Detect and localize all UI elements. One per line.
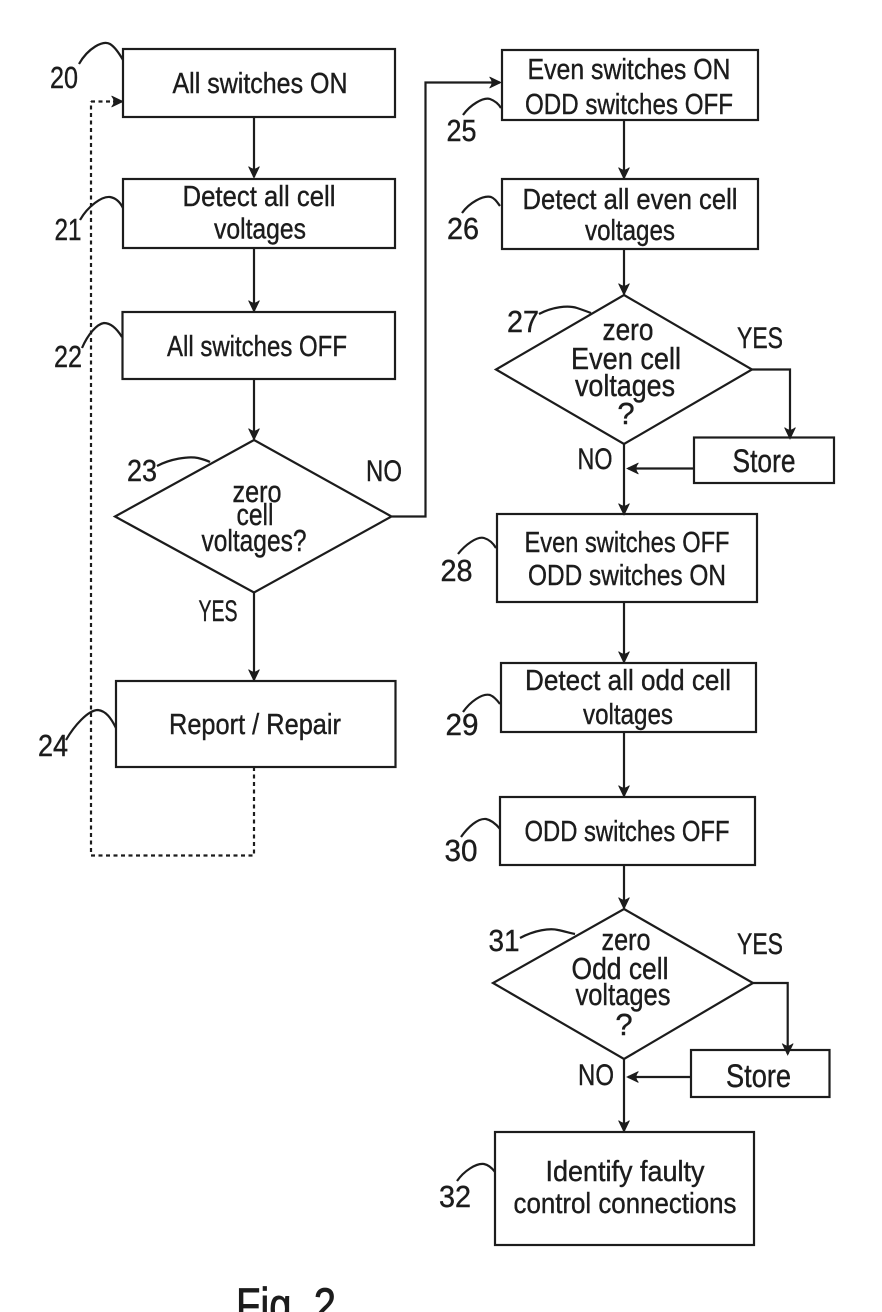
svg-text:Detect all cell: Detect all cell: [183, 181, 336, 213]
svg-text:21: 21: [55, 212, 82, 247]
svg-text:Identify faulty: Identify faulty: [546, 1156, 705, 1188]
svg-text:zero: zero: [603, 312, 654, 347]
svg-text:Detect all even cell: Detect all even cell: [523, 184, 738, 216]
svg-text:?: ?: [617, 396, 634, 431]
svg-text:ODD switches ON: ODD switches ON: [528, 560, 726, 592]
svg-text:Even switches OFF: Even switches OFF: [525, 527, 730, 559]
svg-text:Fig. 2: Fig. 2: [236, 1278, 336, 1312]
svg-text:31: 31: [489, 923, 520, 958]
svg-text:voltages: voltages: [214, 214, 306, 246]
svg-text:Report / Repair: Report / Repair: [169, 709, 341, 741]
svg-text:29: 29: [446, 707, 479, 742]
svg-text:voltages: voltages: [585, 215, 675, 247]
svg-text:NO: NO: [578, 1059, 614, 1092]
svg-text:22: 22: [54, 339, 82, 374]
svg-text:Odd cell: Odd cell: [572, 951, 669, 986]
svg-text:25: 25: [447, 113, 477, 148]
svg-text:ODD switches OFF: ODD switches OFF: [525, 89, 733, 121]
svg-text:NO: NO: [366, 455, 402, 488]
svg-text:voltages: voltages: [583, 699, 673, 731]
svg-text:YES: YES: [737, 322, 783, 355]
svg-text:Store: Store: [726, 1058, 791, 1094]
svg-text:YES: YES: [737, 928, 783, 961]
svg-text:27: 27: [507, 304, 539, 339]
svg-text:voltages: voltages: [575, 368, 675, 403]
svg-text:Even cell: Even cell: [571, 341, 681, 376]
svg-text:zero: zero: [602, 922, 651, 957]
svg-text:23: 23: [127, 453, 157, 488]
svg-text:26: 26: [447, 211, 479, 246]
svg-text:voltages?: voltages?: [202, 523, 307, 558]
svg-text:ODD switches OFF: ODD switches OFF: [525, 816, 730, 848]
svg-text:24: 24: [38, 728, 68, 763]
svg-text:20: 20: [50, 60, 78, 95]
svg-text:All switches OFF: All switches OFF: [167, 331, 347, 363]
svg-text:28: 28: [441, 553, 473, 588]
svg-text:NO: NO: [578, 443, 613, 476]
svg-text:cell: cell: [237, 497, 274, 532]
svg-text:zero: zero: [233, 474, 282, 509]
svg-text:All switches ON: All switches ON: [173, 68, 348, 100]
svg-text:30: 30: [445, 833, 478, 868]
svg-text:YES: YES: [199, 595, 238, 628]
svg-text:control connections: control connections: [514, 1188, 737, 1220]
svg-text:Store: Store: [733, 443, 796, 479]
svg-text:?: ?: [615, 1007, 632, 1042]
svg-text:Detect all odd cell: Detect all odd cell: [525, 665, 731, 697]
svg-text:Even switches ON: Even switches ON: [528, 54, 731, 86]
svg-text:voltages: voltages: [576, 977, 671, 1012]
svg-text:32: 32: [439, 1179, 471, 1214]
